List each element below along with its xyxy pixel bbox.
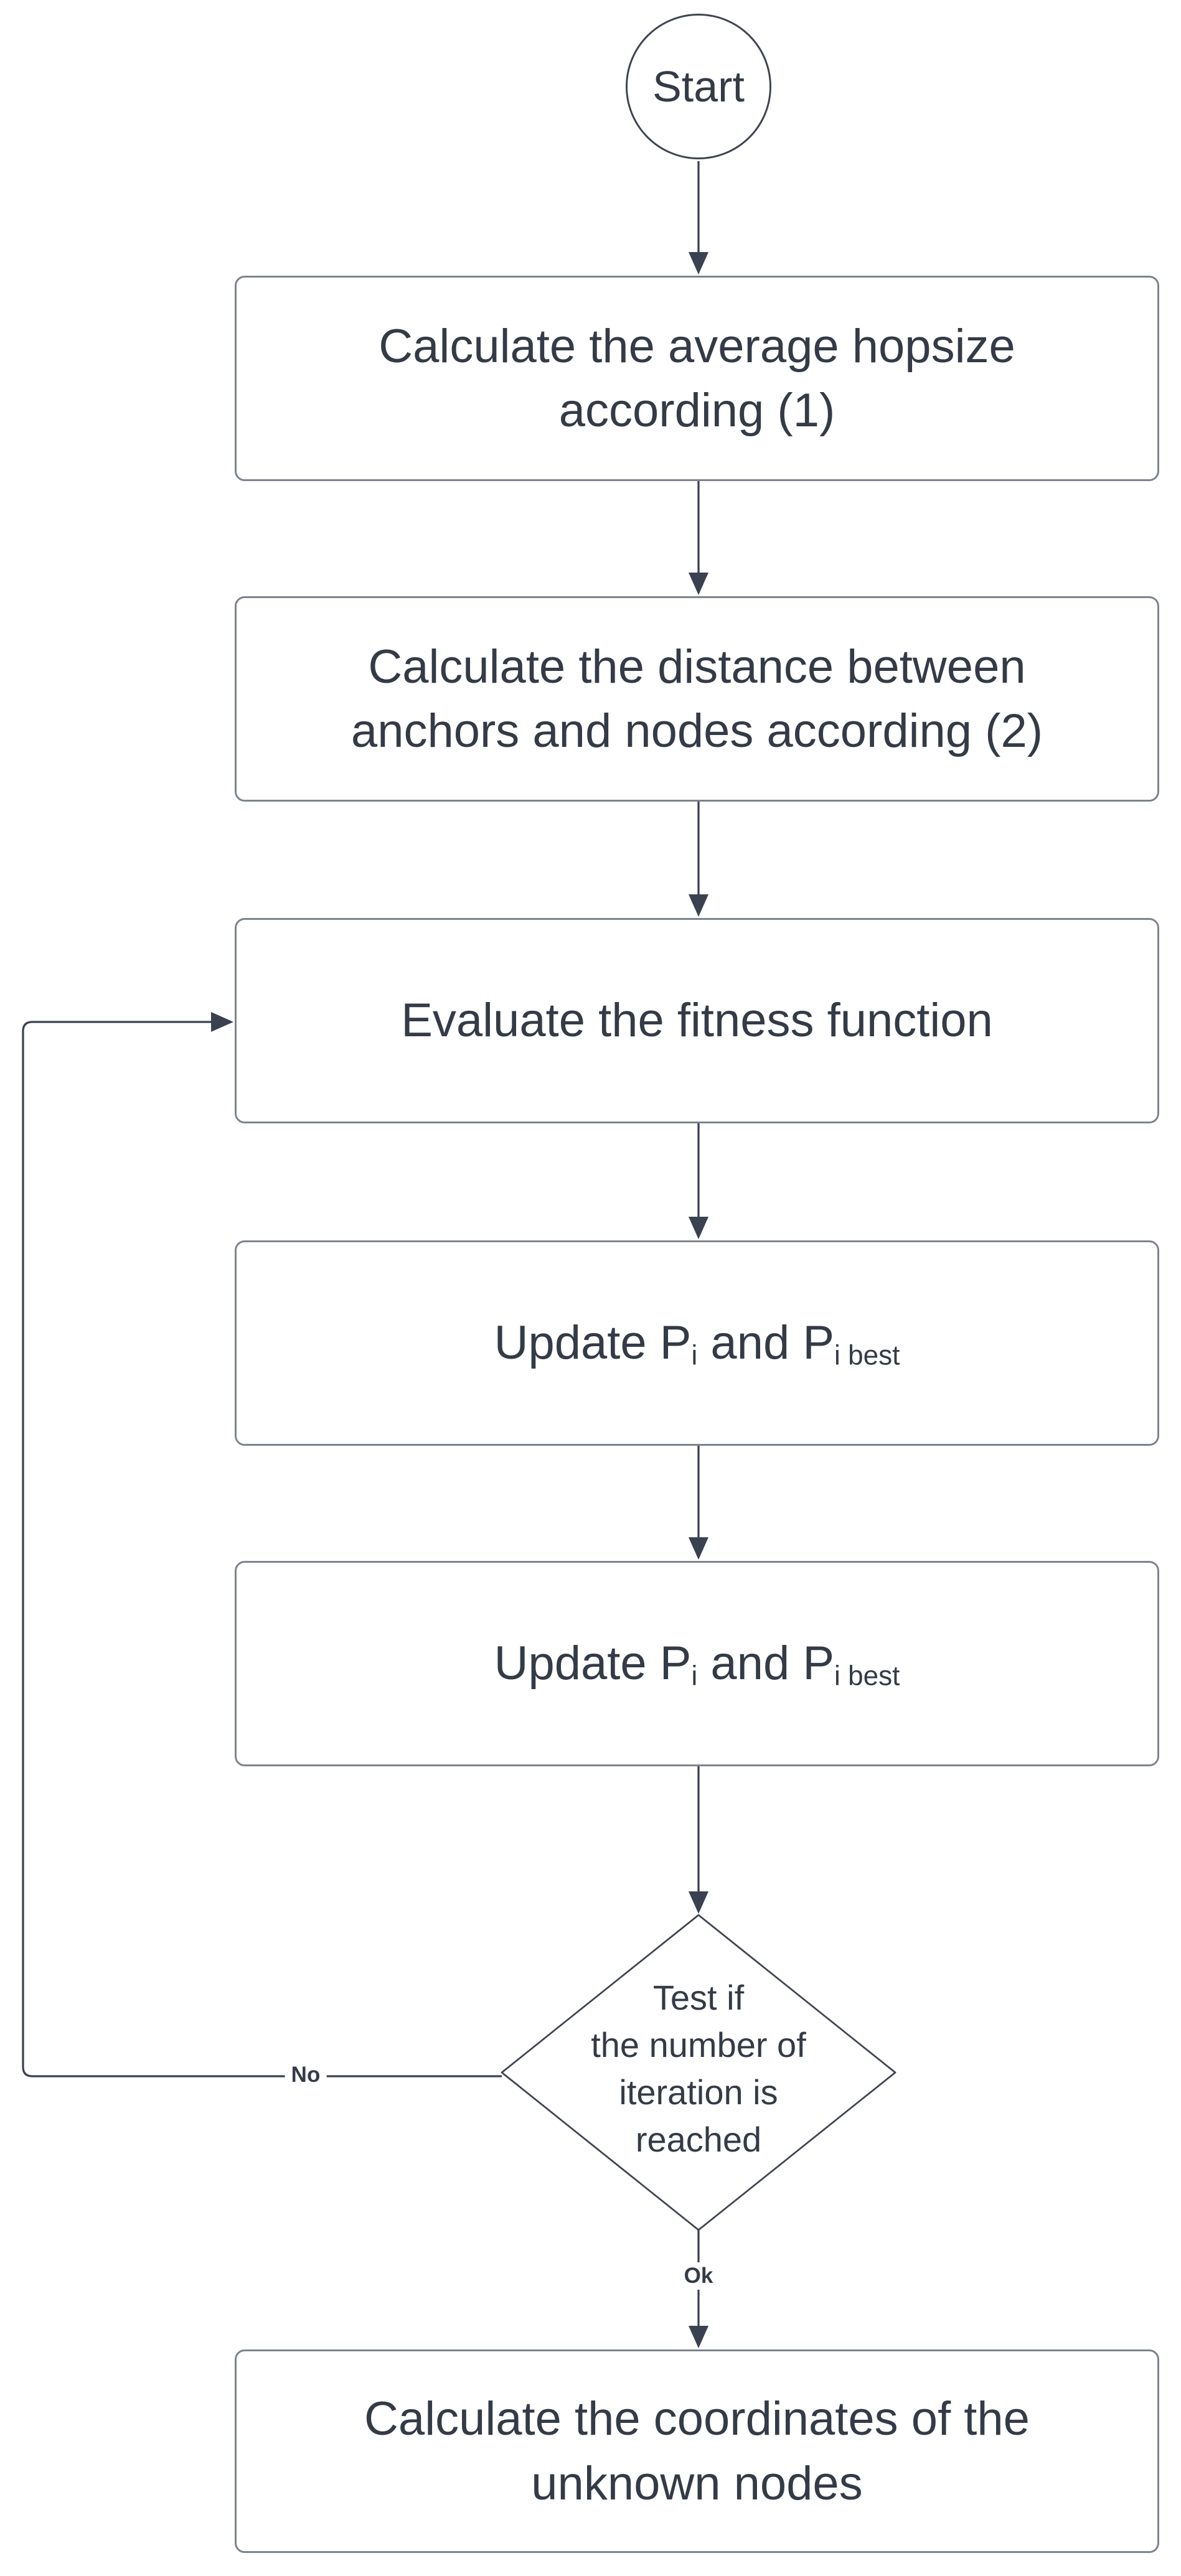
update-text-sub-ibest: i best [834,1661,900,1692]
step-evaluate-fitness-text: Evaluate the fitness function [401,988,993,1052]
update-text-pre: Update P [494,1637,692,1690]
arrowhead-icon [689,1217,708,1239]
arrowhead-icon [211,1012,233,1032]
arrowhead-icon [689,1537,708,1560]
step-update-p-1-text: Update Pi and Pi best [494,1311,900,1375]
step-avg-hopsize-text: Calculate the average hopsize according … [379,314,1015,443]
decision-iteration-text: Test if the number of iteration is reach… [543,1974,854,2164]
step-calculate-coordinates: Calculate the coordinates of the unknown… [235,2349,1159,2553]
start-node: Start [626,14,771,159]
edge-update2-to-decision [689,1766,708,1914]
edge-decision-loop-to-fitness [22,1012,502,2077]
edge-fitness-to-update1 [689,1123,708,1239]
step-line: Evaluate the fitness function [401,994,993,1047]
update-text-sub-i: i [691,1341,698,1371]
step-update-p-2: Update Pi and Pi best [235,1561,1159,1766]
step-update-p-1: Update Pi and Pi best [235,1240,1159,1446]
decision-line: iteration is [619,2073,778,2112]
edge-distance-to-fitness [689,802,708,917]
decision-line: the number of [591,2025,806,2065]
decision-line: Test if [652,1978,745,2017]
edge-start-to-hopsize [689,161,708,274]
step-line: Calculate the average hopsize [379,319,1015,373]
step-calculate-coordinates-text: Calculate the coordinates of the unknown… [364,2387,1030,2516]
update-text-mid: and P [697,1637,835,1690]
arrowhead-icon [689,894,708,917]
decision-line: reached [635,2120,762,2160]
step-line: unknown nodes [531,2457,863,2510]
arrowhead-icon [689,252,708,274]
step-update-p-2-text: Update Pi and Pi best [494,1631,900,1695]
step-line: anchors and nodes according (2) [351,705,1043,757]
update-text-sub-ibest: i best [834,1341,900,1371]
step-evaluate-fitness: Evaluate the fitness function [235,918,1159,1123]
arrowhead-icon [689,1891,708,1914]
start-label: Start [652,62,745,111]
step-distance-text: Calculate the distance between anchors a… [351,635,1043,764]
step-line: Calculate the distance between [368,640,1026,693]
step-distance: Calculate the distance between anchors a… [235,596,1159,802]
edge-update1-to-update2 [689,1446,708,1560]
update-text-mid: and P [697,1316,835,1370]
step-avg-hopsize: Calculate the average hopsize according … [235,276,1159,481]
edge-label-no: No [285,2061,327,2089]
step-line: Calculate the coordinates of the [364,2392,1030,2446]
edge-hopsize-to-distance [689,481,708,595]
arrowhead-icon [689,573,708,595]
step-line: according (1) [558,384,835,437]
arrowhead-icon [689,2326,708,2348]
edge-label-ok: Ok [677,2262,720,2290]
update-text-pre: Update P [494,1316,692,1370]
update-text-sub-i: i [691,1661,698,1692]
